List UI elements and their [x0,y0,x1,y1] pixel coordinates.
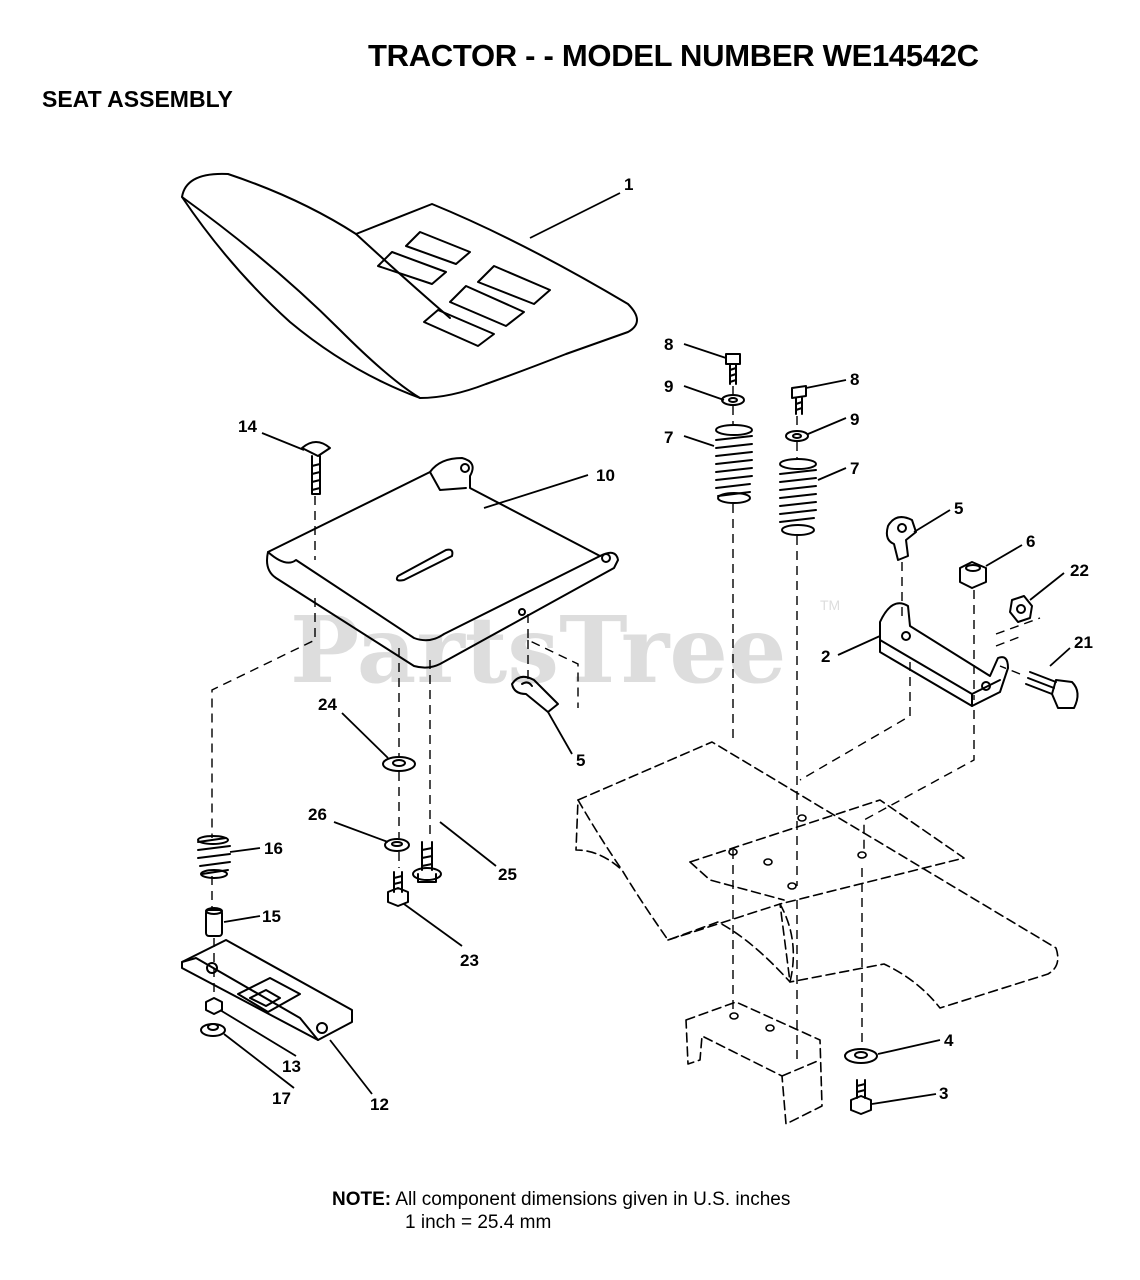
callout-3: 3 [939,1084,948,1103]
nut-6 [959,561,987,589]
note-line-1: All component dimensions given in U.S. i… [395,1189,791,1210]
seat-cushion [181,172,638,399]
washer-9-left [721,394,745,406]
screw-8-left [725,353,741,385]
callout-9-right: 9 [850,410,859,429]
callout-2: 2 [821,647,830,666]
chassis-holes [728,814,867,1032]
callout-7-right: 7 [850,459,859,478]
spring-7-left [715,424,753,504]
note-label: NOTE: [332,1189,392,1210]
spring-7-right [779,458,817,536]
seat-bracket-2 [879,602,1009,707]
callout-1: 1 [624,175,633,194]
callout-13: 13 [282,1057,301,1076]
nut-13 [205,997,223,1015]
screw-8-right [791,385,807,415]
page-title: TRACTOR - - MODEL NUMBER WE14542C [368,38,979,73]
carriage-bolt-14 [301,441,331,495]
lock-washer-26 [384,838,410,852]
watermark-tm: TM [820,597,840,613]
callout-26: 26 [308,805,327,824]
spacer-15 [205,907,223,937]
callout-15: 15 [262,907,281,926]
callout-10: 10 [596,466,615,485]
callout-8-left: 8 [664,335,673,354]
washer-4 [844,1048,878,1064]
hex-bolt-23 [387,871,409,907]
leader-lines [219,192,1071,1105]
callout-22: 22 [1070,561,1089,580]
note: NOTE: All component dimensions given in … [332,1188,790,1234]
clip-5-left [511,675,559,713]
shoulder-bolt-21 [1025,671,1079,709]
callout-5-left: 5 [576,751,585,770]
washer-9-right [785,430,809,442]
chassis-frame [575,741,1059,1125]
callout-17: 17 [272,1089,291,1108]
callouts: 1 2 3 4 5 5 6 7 7 8 8 9 9 10 12 13 14 15… [238,175,1093,1114]
spring-16 [197,835,231,879]
callout-25: 25 [498,865,517,884]
callout-14: 14 [238,417,257,436]
note-line-2: 1 inch = 25.4 mm [405,1212,552,1233]
callout-8-right: 8 [850,370,859,389]
bracket-plate-12 [181,939,353,1041]
callout-6: 6 [1026,532,1035,551]
seat-pan [266,457,619,669]
washer-24 [382,756,416,772]
watermark: PartsTree [290,596,786,704]
section-title: SEAT ASSEMBLY [42,86,233,112]
callout-5-right: 5 [954,499,963,518]
callout-23: 23 [460,951,479,970]
callout-9-left: 9 [664,377,673,396]
callout-16: 16 [264,839,283,858]
clip-5-right [885,516,917,561]
assembly-lines [211,386,1041,1060]
hex-bolt-3 [850,1079,872,1115]
callout-4: 4 [944,1031,954,1050]
nut-22 [1009,595,1033,623]
callout-12: 12 [370,1095,389,1114]
flange-bolt-25 [412,841,442,883]
callout-21: 21 [1074,633,1093,652]
callout-24: 24 [318,695,337,714]
washer-17 [200,1023,226,1037]
callout-7-left: 7 [664,428,673,447]
